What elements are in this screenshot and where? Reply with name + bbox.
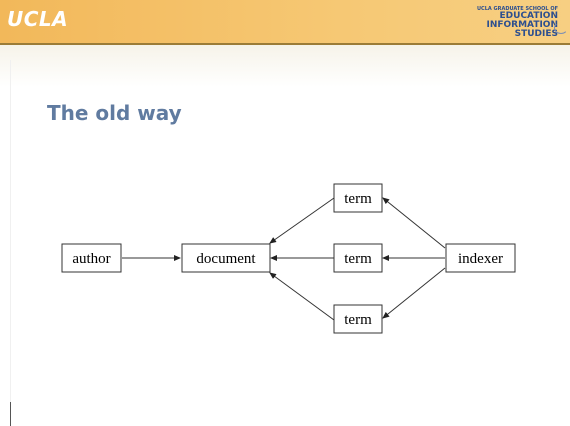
node-document: document [181, 243, 271, 273]
edge-indexer-term-bottom [382, 267, 446, 319]
node-indexer-label: indexer [458, 251, 503, 267]
header-gradient-band [0, 45, 570, 87]
school-name-studies: STUDIES [514, 29, 558, 39]
school-line: UCLA GRADUATE SCHOOL OF [476, 6, 558, 12]
slide-header: UCLA UCLA GRADUATE SCHOOL OF EDUCATION I… [0, 0, 570, 45]
node-term-top: term [333, 183, 383, 213]
node-author-label: author [72, 251, 110, 267]
node-term-bottom-label: term [344, 312, 372, 328]
node-author: author [61, 243, 122, 273]
slide-title: The old way [47, 101, 182, 125]
school-name-information: INFORMATION [486, 20, 558, 30]
node-indexer: indexer [445, 243, 516, 273]
node-term-bottom: term [333, 304, 383, 334]
edge-indexer-term-top [382, 197, 446, 249]
school-swoosh-icon [554, 22, 568, 34]
node-term-top-label: term [344, 191, 372, 207]
left-rule [10, 60, 11, 426]
node-term-mid: term [333, 243, 383, 273]
school-logo: UCLA GRADUATE SCHOOL OF EDUCATION INFORM… [477, 6, 558, 39]
school-name-education: EDUCATION [499, 11, 558, 21]
ucla-logo: UCLA [7, 7, 69, 31]
edges [122, 197, 446, 321]
edge-term-top-document [269, 197, 335, 244]
node-term-mid-label: term [344, 251, 372, 267]
edge-term-bottom-document [269, 272, 335, 321]
bottom-left-rule [10, 402, 11, 426]
node-document-label: document [196, 251, 256, 267]
